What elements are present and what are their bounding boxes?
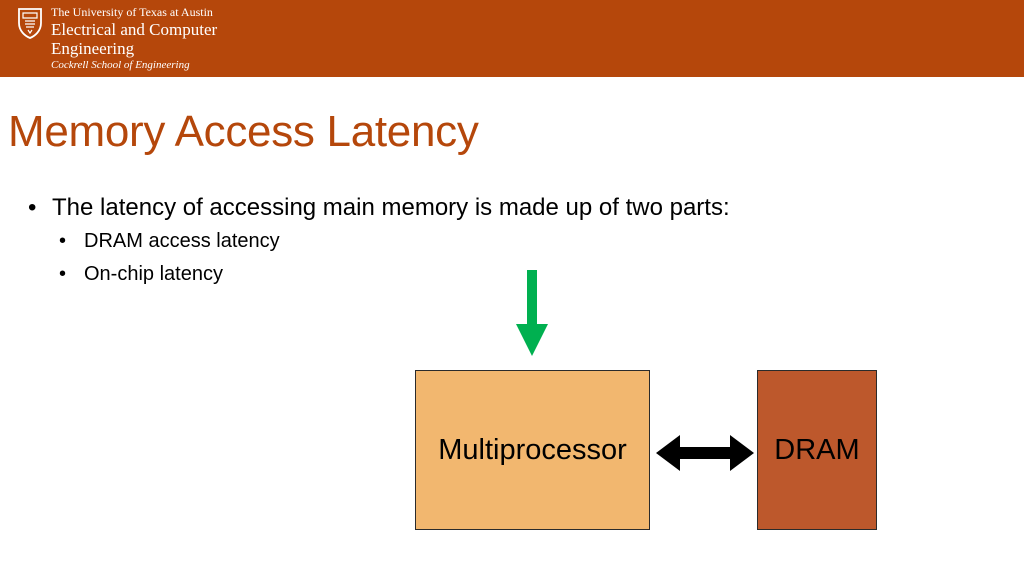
- bullet-dot: •: [59, 263, 67, 285]
- dram-box: DRAM: [757, 370, 877, 530]
- sub-bullet-text: On-chip latency: [84, 263, 223, 285]
- multiprocessor-label: Multiprocessor: [438, 434, 627, 466]
- multiprocessor-box: Multiprocessor: [415, 370, 650, 530]
- sub-bullet-onchip: • On-chip latency: [59, 258, 730, 291]
- sub-bullet-text: DRAM access latency: [84, 230, 280, 252]
- bullet-dot: •: [28, 194, 37, 221]
- bullet-main: • The latency of accessing main memory is…: [28, 193, 730, 223]
- department-name-line2: Engineering: [51, 39, 135, 58]
- dram-label: DRAM: [774, 434, 860, 466]
- arrow-down-icon: [516, 270, 548, 356]
- school-name: Cockrell School of Engineering: [51, 59, 190, 71]
- header-banner: The University of Texas at Austin Electr…: [0, 0, 1024, 77]
- department-name-line1: Electrical and Computer: [51, 20, 218, 39]
- org-name: The University of Texas at Austin Electr…: [51, 5, 217, 73]
- sub-bullet-dram: • DRAM access latency: [59, 225, 730, 258]
- bullet-dot: •: [59, 230, 67, 252]
- university-name: The University of Texas at Austin: [51, 5, 213, 19]
- slide-title: Memory Access Latency: [8, 107, 479, 156]
- sub-bullet-list: • DRAM access latency • On-chip latency: [59, 225, 730, 291]
- ut-shield-icon: [18, 8, 42, 39]
- double-arrow-icon: [656, 435, 754, 471]
- bullet-main-text: The latency of accessing main memory is …: [52, 194, 730, 221]
- bullet-list: • The latency of accessing main memory is…: [28, 193, 730, 291]
